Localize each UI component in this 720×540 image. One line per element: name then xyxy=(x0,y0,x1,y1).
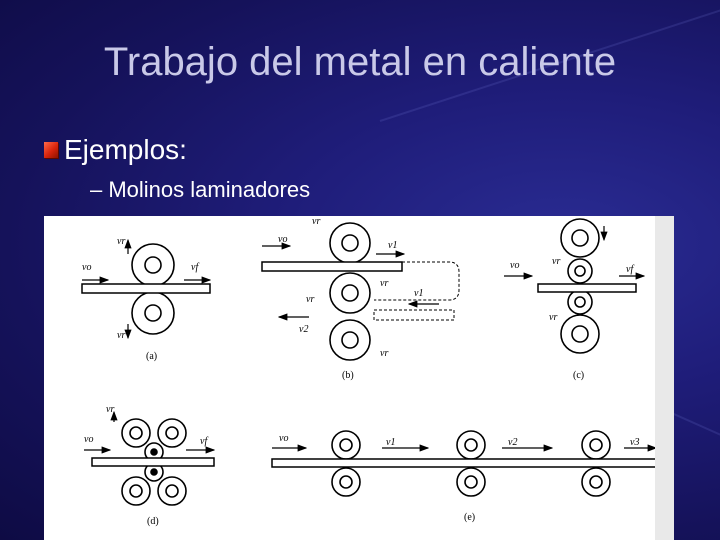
velocity-label: vr xyxy=(117,236,125,247)
velocity-label: v2 xyxy=(299,324,308,335)
velocity-label: vo xyxy=(278,234,287,245)
figure-caption: (d) xyxy=(147,516,159,527)
figure-scan-edge xyxy=(655,216,674,540)
mill-a-two-high: vr vo vf vr (a) xyxy=(81,236,212,362)
roll xyxy=(121,418,187,506)
figure-caption: (b) xyxy=(342,370,354,381)
velocity-label: vr xyxy=(549,312,557,323)
mill-c-four-high: vo vr vf vr (c) xyxy=(504,218,646,381)
mill-d-cluster: vr vo vf (d) xyxy=(84,404,216,527)
workpiece xyxy=(91,457,215,467)
velocity-label: v1 xyxy=(388,240,397,251)
velocity-label: vo xyxy=(279,433,288,444)
mill-e-tandem: vo v1 v2 v3 (e) xyxy=(271,430,663,523)
figure-caption: (a) xyxy=(146,351,157,362)
velocity-label: vo xyxy=(82,262,91,273)
velocity-label: vf xyxy=(191,262,199,273)
velocity-label: v2 xyxy=(508,437,517,448)
figure-caption: (e) xyxy=(464,512,475,523)
roll xyxy=(329,222,371,361)
velocity-label: v3 xyxy=(630,437,639,448)
velocity-label: vr xyxy=(380,348,388,359)
rolling-mills-figure: vr vo vf vr (a) vr vo v1 vr v1 vr xyxy=(44,216,674,540)
velocity-label: vo xyxy=(510,260,519,271)
bullet-text: Ejemplos: xyxy=(64,134,187,165)
sub-bullet-text: – Molinos laminadores xyxy=(90,177,311,202)
velocity-label: vr xyxy=(306,294,314,305)
velocity-label: vr xyxy=(380,278,388,289)
figure-caption: (c) xyxy=(573,370,584,381)
velocity-label: vr xyxy=(312,216,320,227)
velocity-label: v1 xyxy=(386,437,395,448)
workpiece xyxy=(537,283,637,293)
velocity-label: v1 xyxy=(414,288,423,299)
velocity-label: vr xyxy=(552,256,560,267)
workpiece xyxy=(271,458,663,468)
workpiece xyxy=(81,283,211,294)
velocity-label: vo xyxy=(84,434,93,445)
bullet-item: Ejemplos: xyxy=(44,134,187,166)
mill-b-three-high: vr vo v1 vr v1 vr v2 vr (b) xyxy=(261,216,460,381)
velocity-label: vr xyxy=(117,330,125,341)
velocity-label: vf xyxy=(200,436,208,447)
velocity-label: vr xyxy=(106,404,114,415)
velocity-label: vf xyxy=(626,264,634,275)
workpiece xyxy=(261,261,403,272)
rolling-mills-diagram: vr vo vf vr (a) vr vo v1 vr v1 vr xyxy=(81,216,663,527)
roll xyxy=(560,218,600,354)
workpiece-return xyxy=(373,309,455,321)
bullet-square-icon xyxy=(44,142,58,158)
slide-title: Trabajo del metal en caliente xyxy=(103,40,617,84)
